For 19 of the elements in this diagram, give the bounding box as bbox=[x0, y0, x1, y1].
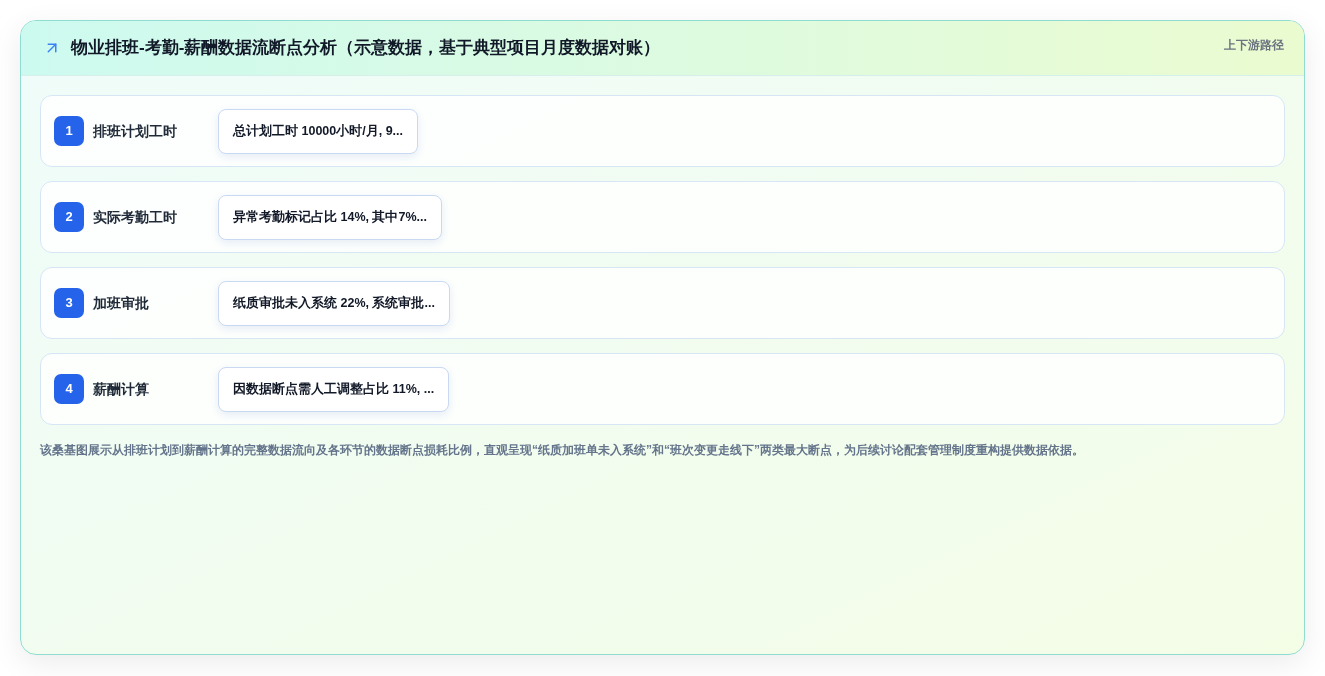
step-row bbox=[40, 181, 1285, 253]
step-number: 4 bbox=[54, 374, 84, 404]
step-label: 排班计划工时 bbox=[93, 121, 178, 141]
step-number: 3 bbox=[54, 288, 84, 318]
step-label: 实际考勤工时 bbox=[93, 207, 178, 227]
detail-callout: 因数据断点需人工调整占比 11%, ... bbox=[218, 366, 450, 412]
step-number: 1 bbox=[54, 116, 84, 146]
title-text: 物业排班-考勤-薪酬数据流断点分析（示意数据，基于典型项目月度数据对账） bbox=[71, 37, 661, 60]
detail-callout: 异常考勤标记占比 14%, 其中7%... bbox=[218, 194, 442, 240]
step-row bbox=[40, 353, 1285, 425]
step-number: 2 bbox=[54, 202, 84, 232]
detail-callout: 纸质审批未入系统 22%, 系统审批... bbox=[218, 280, 450, 326]
step-row bbox=[40, 267, 1285, 339]
step-label: 薪酬计算 bbox=[93, 379, 150, 399]
caption-text: 该桑基图展示从排班计划到薪酬计算的完整数据流向及各环节的数据断点损耗比例，直观呈现“纸质加班单未入系统”和“班次变更走线下”两类最大断点，为后续讨论配套管理制度重构提供数据依据。 bbox=[40, 442, 1085, 459]
step-label: 加班审批 bbox=[93, 293, 150, 313]
step-row bbox=[40, 95, 1285, 167]
detail-callout: 总计划工时 10000小时/月, 9... bbox=[218, 108, 419, 154]
header-note: 上下游路径 bbox=[1224, 37, 1284, 54]
